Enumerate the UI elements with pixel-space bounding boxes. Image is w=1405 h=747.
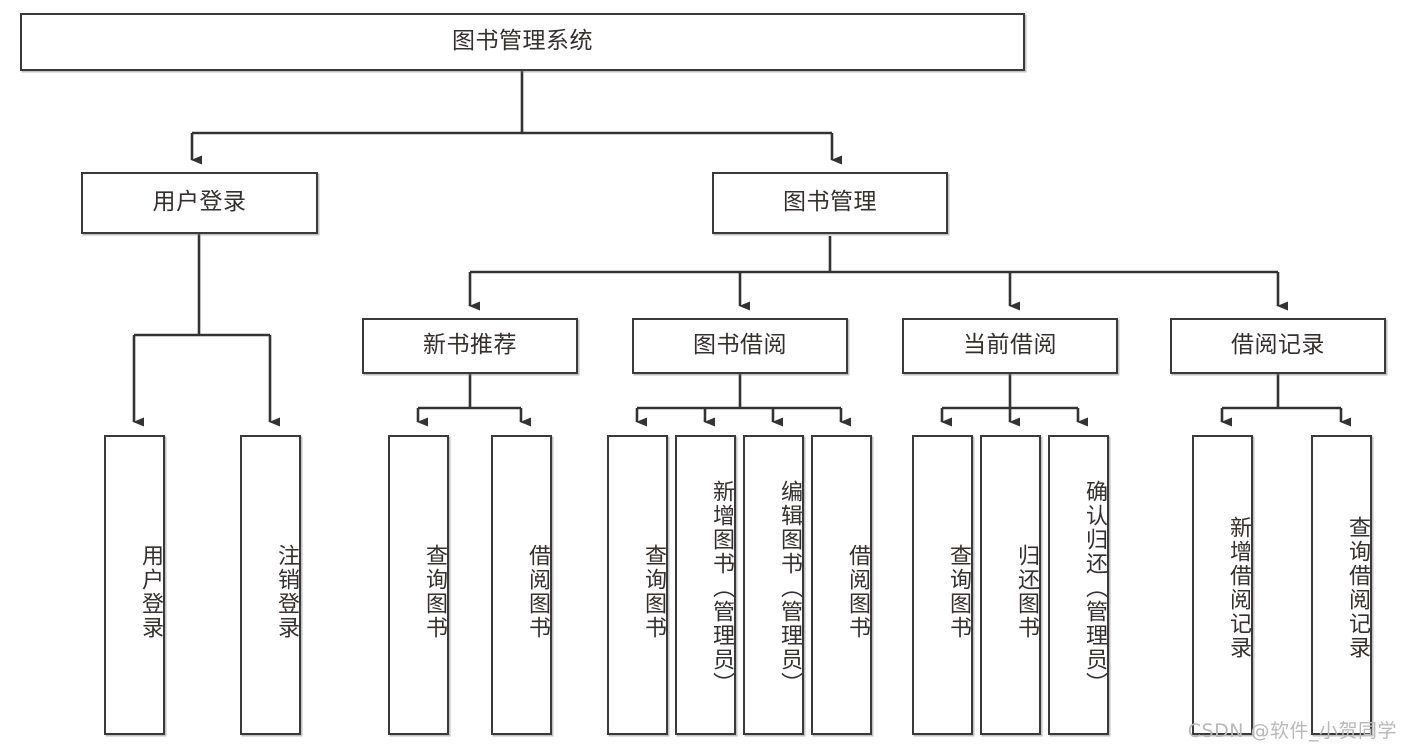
node-leaf-query-book-2-label: 查询图书 bbox=[641, 544, 666, 640]
node-root-label: 图书管理系统 bbox=[452, 28, 593, 55]
node-current-borrow-label: 当前借阅 bbox=[963, 332, 1057, 359]
node-leaf-add-borrow-record-label: 新增借阅记录 bbox=[1226, 516, 1251, 660]
node-leaf-borrow-book-2[interactable]: 借阅图书 bbox=[811, 435, 872, 735]
node-new-book-recommend-label: 新书推荐 bbox=[423, 332, 517, 359]
node-user-login-label: 用户登录 bbox=[152, 189, 247, 216]
node-leaf-add-book-label: 新增图书（管理员） bbox=[709, 480, 734, 696]
node-borrow-record-label: 借阅记录 bbox=[1231, 332, 1325, 359]
node-leaf-return-book-label: 归还图书 bbox=[1014, 544, 1039, 640]
node-leaf-query-book-2[interactable]: 查询图书 bbox=[607, 435, 668, 735]
node-leaf-borrow-book-2-label: 借阅图书 bbox=[845, 544, 870, 640]
node-borrow-record[interactable]: 借阅记录 bbox=[1170, 318, 1386, 374]
node-leaf-edit-book[interactable]: 编辑图书（管理员） bbox=[743, 435, 804, 735]
node-book-manage[interactable]: 图书管理 bbox=[712, 172, 948, 234]
node-leaf-borrow-book-1[interactable]: 借阅图书 bbox=[491, 435, 552, 735]
node-leaf-query-borrow-record-label: 查询借阅记录 bbox=[1345, 516, 1370, 660]
node-root[interactable]: 图书管理系统 bbox=[20, 13, 1025, 71]
node-leaf-query-book-3[interactable]: 查询图书 bbox=[912, 435, 973, 735]
node-new-book-recommend[interactable]: 新书推荐 bbox=[362, 318, 578, 374]
node-leaf-edit-book-label: 编辑图书（管理员） bbox=[777, 480, 802, 696]
watermark: CSDN @软件_小贺同学 bbox=[1187, 720, 1397, 742]
node-book-borrow-label: 图书借阅 bbox=[693, 332, 787, 359]
node-leaf-query-borrow-record[interactable]: 查询借阅记录 bbox=[1311, 435, 1372, 735]
node-leaf-add-borrow-record[interactable]: 新增借阅记录 bbox=[1192, 435, 1253, 735]
node-current-borrow[interactable]: 当前借阅 bbox=[902, 318, 1118, 374]
node-leaf-query-book-3-label: 查询图书 bbox=[946, 544, 971, 640]
node-user-login[interactable]: 用户登录 bbox=[81, 172, 318, 234]
node-leaf-confirm-return-label: 确认归还（管理员） bbox=[1082, 480, 1107, 696]
node-leaf-return-book[interactable]: 归还图书 bbox=[980, 435, 1041, 735]
node-leaf-query-book-1[interactable]: 查询图书 bbox=[388, 435, 449, 735]
node-leaf-logout-login[interactable]: 注销登录 bbox=[240, 435, 301, 735]
node-leaf-add-book[interactable]: 新增图书（管理员） bbox=[675, 435, 736, 735]
node-leaf-user-login[interactable]: 用户登录 bbox=[104, 435, 165, 735]
node-leaf-logout-login-label: 注销登录 bbox=[274, 544, 299, 640]
node-leaf-query-book-1-label: 查询图书 bbox=[422, 544, 447, 640]
node-book-borrow[interactable]: 图书借阅 bbox=[632, 318, 848, 374]
node-leaf-user-login-label: 用户登录 bbox=[138, 544, 163, 640]
node-leaf-confirm-return[interactable]: 确认归还（管理员） bbox=[1048, 435, 1109, 735]
node-book-manage-label: 图书管理 bbox=[783, 189, 877, 216]
node-leaf-borrow-book-1-label: 借阅图书 bbox=[525, 544, 550, 640]
